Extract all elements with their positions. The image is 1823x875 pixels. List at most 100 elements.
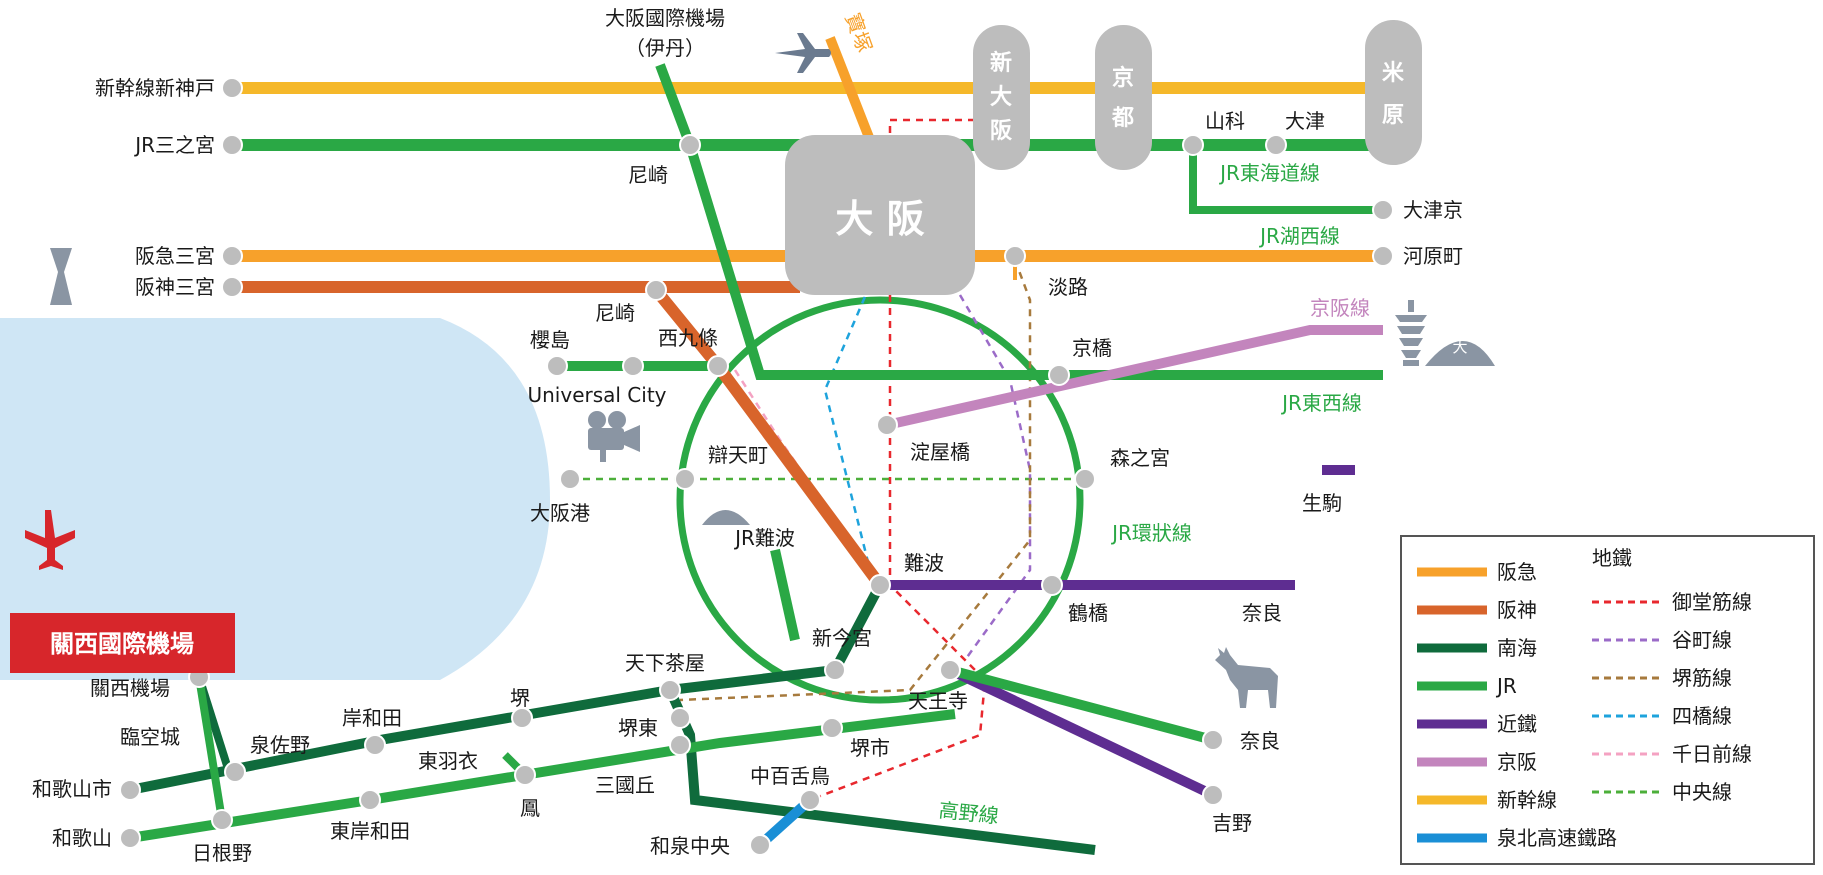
osaka-dome-icon xyxy=(702,510,750,525)
station-label: 岸和田 xyxy=(342,706,402,730)
station-dot[interactable] xyxy=(359,789,381,811)
station-dot[interactable] xyxy=(221,276,243,298)
station-label: 泉佐野 xyxy=(250,733,310,757)
station-dot[interactable] xyxy=(1202,729,1224,751)
daimonji-mountain-icon: 大 xyxy=(1425,338,1495,366)
station-dot[interactable] xyxy=(1372,245,1394,267)
kyoto-pagoda-icon xyxy=(1395,300,1427,366)
station-label: 堺市 xyxy=(850,736,890,760)
station-dot[interactable] xyxy=(211,809,233,831)
station-dot[interactable] xyxy=(679,134,701,156)
station-dot[interactable] xyxy=(749,834,771,856)
station-dot[interactable] xyxy=(1074,468,1096,490)
daimonji-glyph: 大 xyxy=(1452,338,1467,356)
station-label: 尼崎 xyxy=(595,301,635,325)
station-dot[interactable] xyxy=(1048,364,1070,386)
station-label: 奈良 xyxy=(1242,601,1282,625)
station-label: 大津京 xyxy=(1403,198,1463,222)
station-dot[interactable] xyxy=(119,779,141,801)
shin-osaka-char-2: 大 xyxy=(990,85,1012,110)
station-dot[interactable] xyxy=(514,764,536,786)
station-label: 鶴橋 xyxy=(1068,601,1108,625)
station-dot[interactable] xyxy=(221,245,243,267)
station-label: 山科 xyxy=(1205,109,1245,133)
jr-kansai-airport-line xyxy=(195,676,226,821)
maibara-char-1: 米 xyxy=(1382,61,1405,86)
maibara-hub xyxy=(1365,20,1422,165)
jr-yamatoji-line xyxy=(948,665,1215,745)
legend-line-label: 京阪 xyxy=(1497,750,1537,774)
station-dot[interactable] xyxy=(119,827,141,849)
hankyu-takarazuka-line xyxy=(825,36,875,142)
station-label: 東岸和田 xyxy=(330,819,410,843)
station-dot[interactable] xyxy=(1265,134,1287,156)
legend-subway-label: 中央線 xyxy=(1672,780,1732,804)
station-dot[interactable] xyxy=(364,734,386,756)
station-dot[interactable] xyxy=(799,789,821,811)
station-dot[interactable] xyxy=(674,468,696,490)
station-dot[interactable] xyxy=(939,659,961,681)
station-dot[interactable] xyxy=(869,574,891,596)
station-label: 中百舌鳥 xyxy=(750,764,830,788)
station-label: 京橋 xyxy=(1072,336,1112,360)
station-dot[interactable] xyxy=(546,355,568,377)
deer-icon xyxy=(1215,647,1278,708)
station-label: 和歌山 xyxy=(52,826,112,850)
station-label: Universal City xyxy=(527,383,666,407)
station-label: 天下茶屋 xyxy=(625,651,705,675)
osaka-hub-label: 大 阪 xyxy=(835,197,924,241)
takarazuka-line-label: 寶塚 xyxy=(840,10,876,56)
station-dot[interactable] xyxy=(559,468,581,490)
station-label: 生駒 xyxy=(1302,491,1342,515)
station-dot[interactable] xyxy=(224,761,246,783)
station-label: 鳳 xyxy=(520,796,540,820)
station-label: 奈良 xyxy=(1240,729,1280,753)
station-label: 櫻島 xyxy=(530,328,570,352)
station-dot[interactable] xyxy=(876,414,898,436)
jr-loop-line xyxy=(676,296,1084,704)
station-dot[interactable] xyxy=(511,707,533,729)
station-dot[interactable] xyxy=(645,279,667,301)
station-dot[interactable] xyxy=(221,77,243,99)
osaka-bay xyxy=(0,318,550,680)
station-dot[interactable] xyxy=(824,659,846,681)
kansai-airport-badge xyxy=(10,613,235,673)
station-dot[interactable] xyxy=(1004,245,1026,267)
station-label: 堺東 xyxy=(618,716,658,740)
station-dot[interactable] xyxy=(669,734,691,756)
legend-subway-label: 谷町線 xyxy=(1672,628,1732,652)
itami-airport-label[interactable]: 大阪國際機場 xyxy=(605,6,725,30)
station-dot[interactable] xyxy=(669,707,691,729)
station-label: 淡路 xyxy=(1048,275,1088,299)
station-dot[interactable] xyxy=(1372,199,1394,221)
tozai-line-label: JR東西線 xyxy=(1280,391,1362,415)
station-label: 臨空城 xyxy=(120,725,180,749)
red-airplane-icon xyxy=(25,510,75,570)
station-label: 堺 xyxy=(510,686,530,710)
shin-osaka-char-1: 新 xyxy=(990,50,1012,76)
station-label: 尼崎 xyxy=(628,163,668,187)
osaka-hub xyxy=(785,135,975,295)
kosei-line-label: JR湖西線 xyxy=(1258,224,1340,248)
kintetsu-yoshino-line xyxy=(947,665,1216,800)
station-label: 日根野 xyxy=(192,841,252,865)
legend-subway-label: 堺筋線 xyxy=(1672,666,1732,690)
tanimachi-line xyxy=(958,294,1032,661)
jr-namba-line xyxy=(770,548,800,642)
station-dot[interactable] xyxy=(821,717,843,739)
keihan-line xyxy=(885,325,1383,430)
station-dot[interactable] xyxy=(221,134,243,156)
legend-subway-label: 千日前線 xyxy=(1672,742,1752,766)
station-dot[interactable] xyxy=(1182,134,1204,156)
legend-graphics: 阪急阪神南海JR近鐵京阪新幹線泉北高速鐵路地鐵御堂筋線谷町線堺筋線四橋線千日前線… xyxy=(1417,546,1752,850)
kansai-airport-label[interactable]: 關西國際機場 xyxy=(50,630,194,658)
station-dot[interactable] xyxy=(1202,784,1224,806)
station-label: 天王寺 xyxy=(908,689,968,713)
station-dot[interactable] xyxy=(707,355,729,377)
station-dot[interactable] xyxy=(1041,574,1063,596)
koya-line-label: 高野線 xyxy=(938,798,1000,828)
station-dot[interactable] xyxy=(659,679,681,701)
station-label: 西九條 xyxy=(658,326,718,350)
station-dot[interactable] xyxy=(622,355,644,377)
